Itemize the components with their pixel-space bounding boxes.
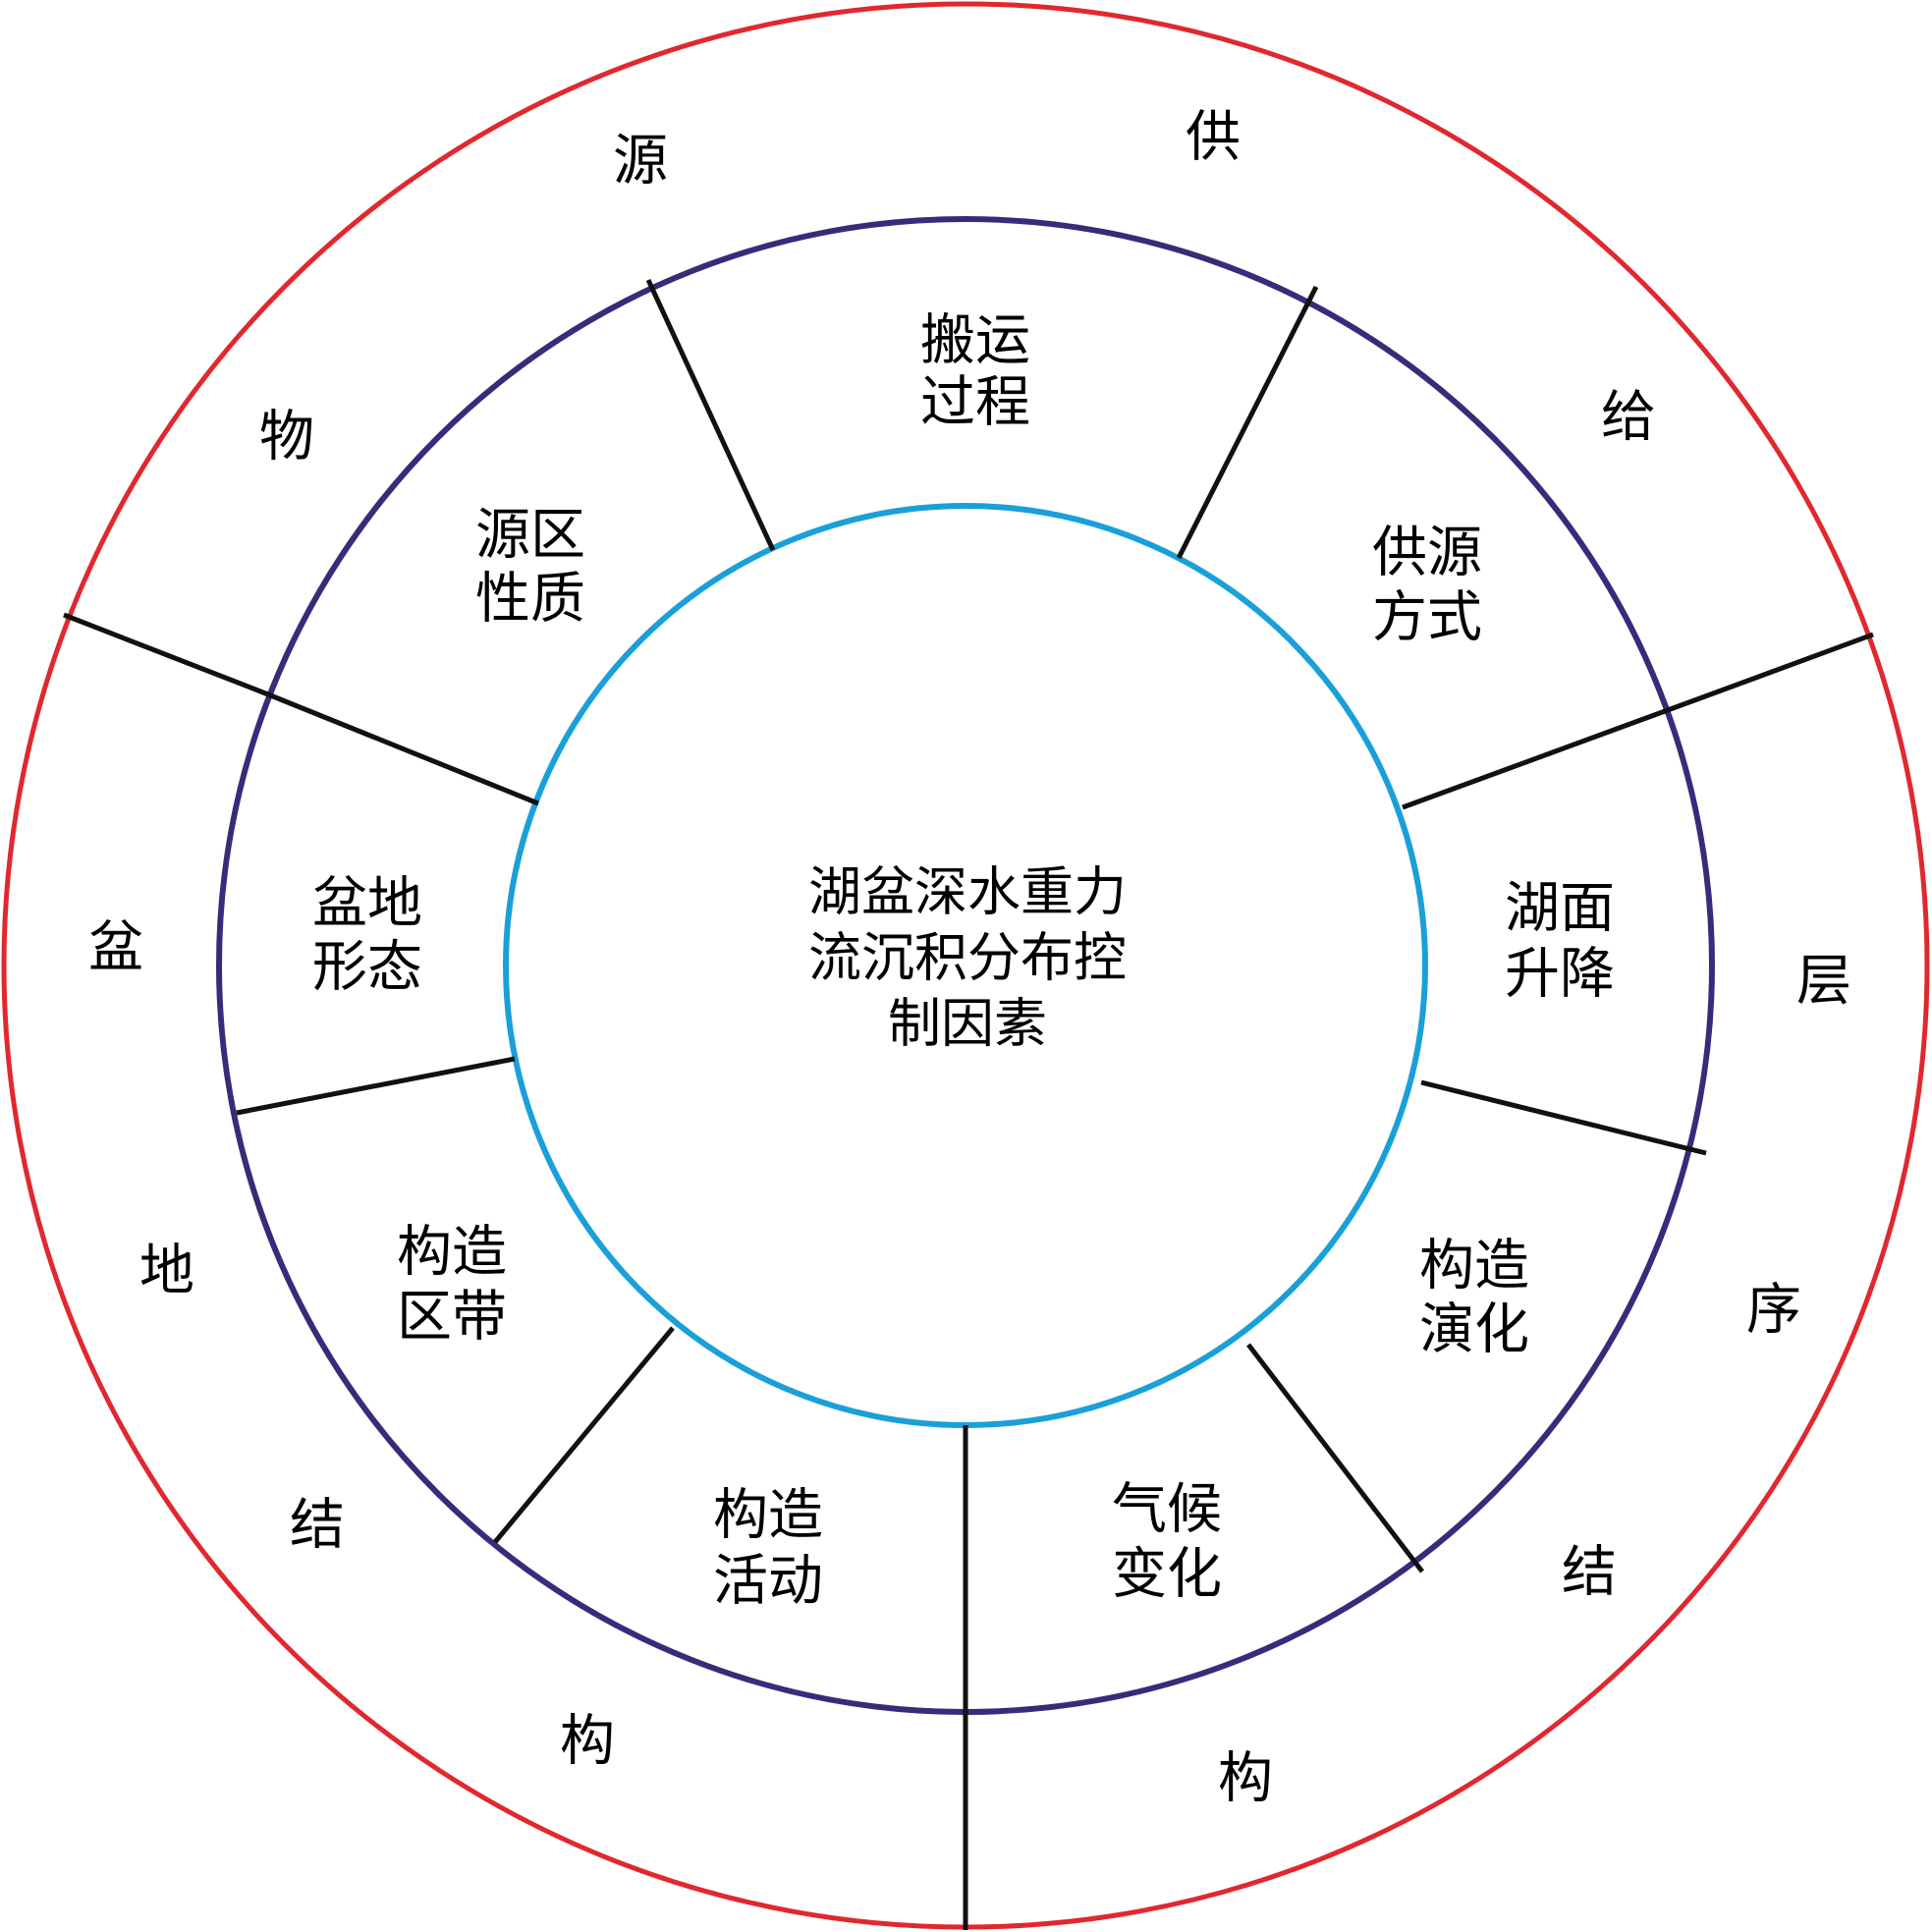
middle-segment-tectonic-activity: 构造 活动 xyxy=(713,1484,823,1614)
divider-inner xyxy=(493,1326,675,1544)
segment-label-line: 构造 xyxy=(1419,1235,1529,1298)
outer-group-sequence-structure: 层 序 结 构 xyxy=(1218,950,1851,1811)
outer-char: 物 xyxy=(259,406,314,469)
segment-label-line: 性质 xyxy=(475,568,585,632)
center-label-line: 湖盆深水重力 xyxy=(808,861,1127,923)
outer-char: 构 xyxy=(560,1710,615,1774)
middle-segment-tectonic-belt: 构造 区带 xyxy=(397,1221,507,1350)
outer-char: 构 xyxy=(1218,1747,1273,1811)
segment-label-line: 形态 xyxy=(312,936,422,1000)
divider-inner xyxy=(645,278,776,552)
center-label-line: 流沉积分布控 xyxy=(808,927,1127,989)
divider-inner xyxy=(1246,1343,1424,1573)
divider-inner xyxy=(1402,700,1687,810)
middle-segment-lake-level: 湖面 升降 xyxy=(1505,877,1615,1007)
outer-char: 源 xyxy=(613,130,668,193)
segment-label-line: 方式 xyxy=(1372,586,1482,650)
center-label-line: 制因素 xyxy=(888,993,1047,1055)
divider-inner xyxy=(236,1056,516,1116)
segment-label-line: 湖面 xyxy=(1505,877,1615,941)
middle-segment-supply-mode: 供源 方式 xyxy=(1372,522,1482,650)
segment-label-line: 构造 xyxy=(397,1221,507,1285)
divider-inner xyxy=(1420,1079,1707,1156)
segment-label-line: 源区 xyxy=(475,504,585,568)
divider-inner xyxy=(267,691,539,806)
middle-segment-basin-morphology: 盆地 形态 xyxy=(312,872,422,1000)
outer-char: 结 xyxy=(1562,1541,1617,1605)
outer-char: 层 xyxy=(1796,950,1851,1014)
middle-segment-tectonic-evolution: 构造 演化 xyxy=(1419,1235,1529,1362)
outer-char: 序 xyxy=(1746,1279,1801,1343)
segment-label-line: 盆地 xyxy=(312,872,422,936)
outer-char: 供 xyxy=(1186,106,1241,170)
segment-label-line: 气候 xyxy=(1112,1478,1222,1542)
outer-char: 结 xyxy=(290,1494,345,1558)
outer-char: 地 xyxy=(139,1240,194,1303)
outer-char: 给 xyxy=(1601,386,1656,450)
segment-label-line: 过程 xyxy=(920,371,1030,435)
center-label: 湖盆深水重力 流沉积分布控 制因素 xyxy=(808,861,1127,1055)
segment-label-line: 演化 xyxy=(1419,1298,1529,1362)
segment-label-line: 升降 xyxy=(1505,943,1615,1007)
divider-outer xyxy=(1685,632,1874,706)
divider-inner xyxy=(1176,285,1319,560)
outer-group-provenance-supply: 物 源 供 给 xyxy=(259,106,1656,469)
segment-label-line: 区带 xyxy=(397,1286,507,1350)
segment-label-line: 变化 xyxy=(1112,1543,1222,1607)
segment-label-line: 搬运 xyxy=(920,309,1030,373)
middle-segment-climate-change: 气候 变化 xyxy=(1112,1478,1222,1607)
outer-char: 盆 xyxy=(88,916,143,980)
middle-segment-transport-process: 搬运 过程 xyxy=(920,309,1030,435)
segment-label-line: 供源 xyxy=(1372,522,1482,585)
divider-outer xyxy=(63,612,269,697)
segment-label-line: 构造 xyxy=(713,1484,823,1548)
outer-group-basin-structure: 构 结 地 盆 xyxy=(88,916,615,1774)
segment-label-line: 活动 xyxy=(713,1550,823,1614)
middle-segment-source-properties: 源区 性质 xyxy=(475,504,585,632)
